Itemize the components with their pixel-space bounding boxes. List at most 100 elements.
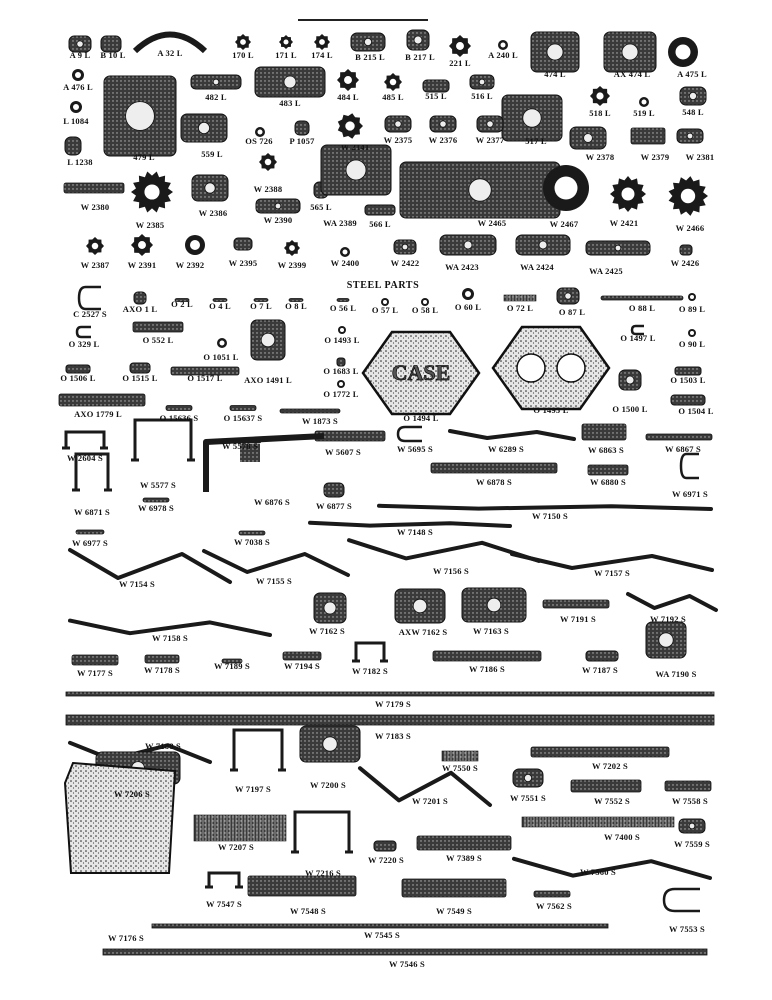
part-o15636s <box>165 405 193 411</box>
part-w7157s <box>510 552 714 572</box>
part-w2386 <box>191 174 229 202</box>
part-label-o7l: O 7 L <box>250 301 272 311</box>
part-label-w7177s: W 7177 S <box>77 668 113 678</box>
part-o60l <box>462 288 474 300</box>
part-label-w7150s: W 7150 S <box>532 511 568 521</box>
part-label-w7158s: W 7158 S <box>152 633 188 643</box>
part-l1084 <box>70 101 82 113</box>
part-label-w2390: W 2390 <box>263 215 293 225</box>
part-515l <box>422 79 450 93</box>
part-o1497l <box>630 324 644 336</box>
part-w7558s <box>664 780 712 792</box>
part-label-w7562s: W 7562 S <box>536 901 572 911</box>
part-w2426 <box>679 244 693 256</box>
part-w7189s <box>221 658 243 664</box>
part-l1238 <box>64 136 82 156</box>
part-label-l1238: L 1238 <box>67 157 93 167</box>
part-label-o4l: O 4 L <box>209 301 231 311</box>
part-label-o1683l: O 1683 L <box>323 366 359 376</box>
part-w6880s <box>587 464 629 476</box>
part-w7545s <box>151 923 609 929</box>
part-w6867s <box>645 433 713 441</box>
part-label-w2391: W 2391 <box>127 260 157 270</box>
part-label-w7183s: W 7183 S <box>375 731 411 741</box>
part-label-axw7162s: AXW 7162 S <box>398 627 448 637</box>
part-axo1l <box>133 291 147 305</box>
part-label-o1515l: O 1515 L <box>122 373 158 383</box>
part-w7207s <box>193 814 287 842</box>
part-w7186s <box>432 650 542 662</box>
part-label-w7558s: W 7558 S <box>672 796 708 806</box>
part-w7201s <box>358 766 492 807</box>
part-a475l <box>668 37 698 67</box>
part-w7156s <box>347 538 541 563</box>
part-label-w2385: W 2385 <box>135 220 165 230</box>
part-label-w2377: W 2377 <box>475 135 505 145</box>
part-w2390 <box>255 198 301 214</box>
part-label-484l: 484 L <box>337 92 359 102</box>
part-label-w7182s: W 7182 S <box>352 666 388 676</box>
part-o89l <box>688 293 696 301</box>
part-label-a9l: A 9 L <box>69 50 91 60</box>
part-label-w2375: W 2375 <box>383 135 413 145</box>
part-w2387 <box>86 237 104 255</box>
part-w2399 <box>284 240 300 256</box>
part-label-wa2389: WA 2389 <box>323 218 357 228</box>
part-label-w7553s: W 7553 S <box>669 924 705 934</box>
part-label-w7157s: W 7157 S <box>594 568 630 578</box>
part-label-w7200s: W 7200 S <box>310 780 346 790</box>
part-c2527s <box>77 285 101 311</box>
part-label-w7206s: W 7206 S <box>114 789 150 799</box>
part-label-w2378: W 2378 <box>585 152 615 162</box>
part-label-483l: 483 L <box>279 98 301 108</box>
part-w2391 <box>131 234 153 256</box>
part-w7202s <box>530 746 670 758</box>
part-label-o1497l: O 1497 L <box>620 333 656 343</box>
part-label-wa2423: WA 2423 <box>445 262 479 272</box>
part-label-w7546s: W 7546 S <box>389 959 425 969</box>
part-w7559s <box>678 818 706 834</box>
part-label-w7176s: W 7176 S <box>108 933 144 943</box>
part-w2421 <box>610 176 646 212</box>
part-w2380 <box>63 182 125 194</box>
part-w2465 <box>399 161 561 219</box>
part-label-w7547s: W 7547 S <box>206 899 242 909</box>
part-label-w2379: W 2379 <box>640 152 670 162</box>
part-w2422 <box>393 239 417 255</box>
part-w7155s <box>202 549 350 577</box>
part-w7038s <box>238 530 266 536</box>
part-wa2424 <box>515 234 571 256</box>
part-516l <box>469 74 495 90</box>
part-w7182s <box>352 641 388 663</box>
part-w7400s <box>521 816 675 828</box>
part-label-o1506l: O 1506 L <box>60 373 96 383</box>
part-label-w7179s: W 7179 S <box>375 699 411 709</box>
part-label-171l: 171 L <box>275 50 297 60</box>
part-w7176s <box>63 761 177 874</box>
part-label-wa2425: WA 2425 <box>589 266 623 276</box>
part-label-w7194s: W 7194 S <box>284 661 320 671</box>
part-label-w7197s: W 7197 S <box>235 784 271 794</box>
part-label-w6978s: W 6978 S <box>138 503 174 513</box>
part-label-w7038s: W 7038 S <box>234 537 270 547</box>
part-label-w6876s: W 6876 S <box>254 497 290 507</box>
part-label-474l: 474 L <box>544 69 566 79</box>
part-w7546s <box>102 948 708 956</box>
part-label-w2465: W 2465 <box>477 218 507 228</box>
part-w1873s <box>279 408 341 414</box>
part-w2377 <box>476 115 504 133</box>
part-label-w2388: W 2388 <box>253 184 283 194</box>
part-label-o57l: O 57 L <box>371 305 399 315</box>
part-o7l <box>253 298 269 302</box>
part-w5607s <box>314 430 386 442</box>
part-label-p1057: P 1057 <box>289 136 315 146</box>
part-label-548l: 548 L <box>682 107 704 117</box>
part-w2141 <box>337 113 363 139</box>
part-label-w7156s: W 7156 S <box>433 566 469 576</box>
part-label-w2392: W 2392 <box>175 260 205 270</box>
part-label-a476l: A 476 L <box>63 82 93 92</box>
part-label-w2604s: W 2604 S <box>67 453 103 463</box>
part-label-axo1l: AXO 1 L <box>122 304 158 314</box>
part-479l <box>103 75 177 157</box>
part-a476l <box>72 69 84 81</box>
